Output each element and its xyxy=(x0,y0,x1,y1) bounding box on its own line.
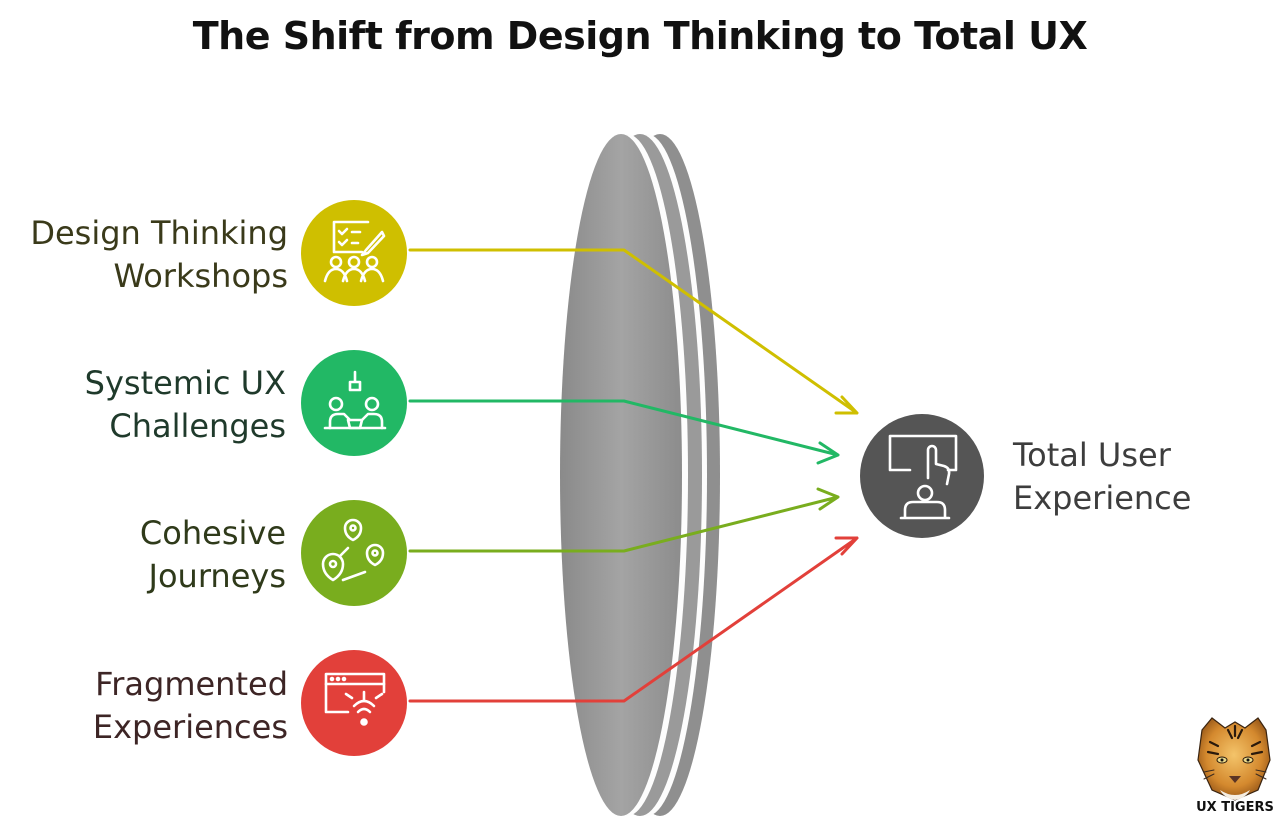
connector-fragmented-experiences xyxy=(408,536,859,703)
input-node-design-thinking xyxy=(301,200,407,306)
label-line-2: Workshops xyxy=(113,257,288,295)
input-label-systemic-ux: Systemic UX Challenges xyxy=(6,362,286,448)
touch-screen-user-icon xyxy=(888,434,958,520)
input-nodes xyxy=(301,200,407,756)
connector-design-thinking xyxy=(408,248,859,415)
label-line-2: Experience xyxy=(1013,479,1192,517)
brand-name: UX TIGERS xyxy=(1196,800,1274,815)
workshop-checklist-people-icon xyxy=(323,220,386,283)
label-line-1: Total User xyxy=(1013,436,1171,474)
lens xyxy=(560,134,720,816)
label-line-1: Systemic UX xyxy=(84,364,286,402)
connector-systemic-ux xyxy=(408,399,840,465)
label-line-1: Design Thinking xyxy=(30,214,288,252)
input-label-cohesive-journeys: Cohesive Journeys xyxy=(6,512,286,598)
input-node-cohesive-journeys xyxy=(301,500,407,606)
tiger-head-logo-icon xyxy=(1197,717,1271,801)
output-label-total-ux: Total User Experience xyxy=(1013,434,1273,520)
page-title: The Shift from Design Thinking to Total … xyxy=(192,14,1088,58)
label-line-2: Experiences xyxy=(92,708,288,746)
connectors xyxy=(408,248,859,703)
input-label-fragmented-experiences: Fragmented Experiences xyxy=(8,663,288,749)
label-line-2: Journeys xyxy=(148,557,286,595)
connector-cohesive-journeys xyxy=(408,487,840,553)
input-node-fragmented-experiences xyxy=(301,650,407,756)
collaboration-team-icon xyxy=(323,370,387,430)
label-line-1: Cohesive xyxy=(139,514,286,552)
map-pins-route-icon xyxy=(321,518,385,582)
node-circle xyxy=(301,650,407,756)
output-node-total-ux xyxy=(860,414,984,538)
input-node-systemic-ux xyxy=(301,350,407,456)
input-label-design-thinking: Design Thinking Workshops xyxy=(8,212,288,298)
label-line-1: Fragmented xyxy=(95,665,288,703)
broken-browser-window-icon xyxy=(324,672,386,726)
node-circle xyxy=(860,414,984,538)
label-line-2: Challenges xyxy=(109,407,286,445)
node-circle xyxy=(301,500,407,606)
node-circle xyxy=(301,350,407,456)
lens-front-disc xyxy=(560,134,682,816)
